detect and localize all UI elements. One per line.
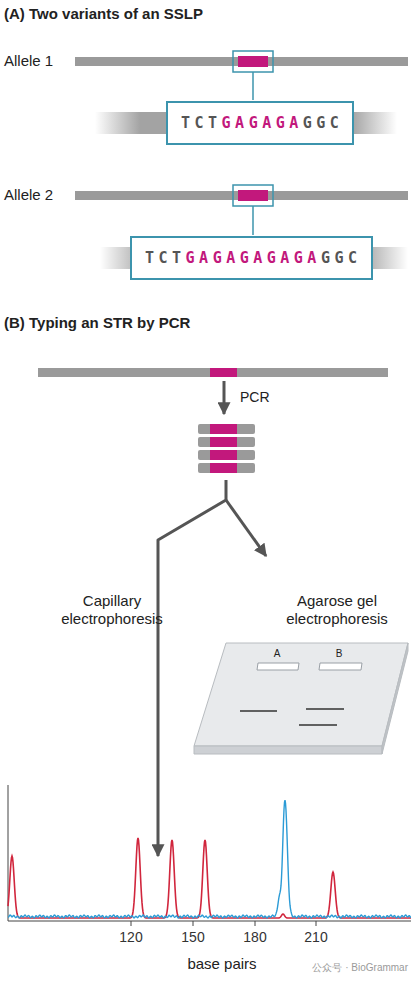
tick-label: 210	[291, 929, 341, 946]
repeat-sequence: GAGAGAGAGA	[186, 249, 321, 267]
sequence-text: TCTGAGAGAGGC	[181, 114, 343, 132]
gel-band	[240, 710, 277, 712]
axis-tick	[193, 921, 194, 926]
gel-side	[382, 643, 408, 754]
repeat-region	[210, 368, 237, 377]
tick-label: 120	[106, 929, 156, 946]
lane-label: B	[329, 648, 349, 660]
repeat-region	[238, 190, 268, 201]
flanking-sequence: TCT	[145, 249, 186, 267]
pcr-product	[198, 424, 255, 434]
process-arrow	[158, 480, 226, 856]
repeat-region	[210, 463, 237, 473]
pcr-product	[198, 437, 255, 447]
gel-top	[194, 643, 408, 746]
gel-well	[319, 663, 362, 670]
sequence-box: TCTGAGAGAGAGAGGC	[130, 236, 373, 280]
panel-heading: (A) Two variants of an SSLP	[4, 5, 203, 23]
sample-trace	[8, 800, 411, 918]
repeat-sequence: GAGAGA	[222, 114, 303, 132]
dna-strand	[75, 191, 408, 200]
dna-strand	[38, 368, 388, 377]
flanking-sequence: GGC	[303, 114, 344, 132]
repeat-region	[210, 437, 237, 447]
axis-tick	[131, 921, 132, 926]
axis-tick	[316, 921, 317, 926]
axis-title: base pairs	[167, 955, 277, 973]
gel-front	[194, 746, 382, 754]
process-arrow	[226, 500, 266, 556]
flanking-sequence: GGC	[321, 249, 362, 267]
pcr-product	[198, 463, 255, 473]
dna-strand	[75, 57, 408, 66]
zoom-frame	[233, 185, 273, 206]
gel-well	[257, 663, 299, 670]
tick-label: 150	[168, 929, 218, 946]
flanking-sequence: TCT	[181, 114, 222, 132]
electropherogram	[8, 785, 411, 926]
watermark: 公众号 · BioGrammar	[268, 962, 408, 974]
pcr-products	[198, 424, 255, 473]
step-label: PCR	[240, 389, 270, 406]
method-label: Capillary electrophoresis	[56, 592, 168, 628]
sequence-text: TCTGAGAGAGAGAGGC	[145, 249, 362, 267]
repeat-region	[210, 424, 237, 434]
zoom-line	[252, 206, 254, 235]
repeat-region	[238, 56, 268, 67]
panel-heading: (B) Typing an STR by PCR	[4, 314, 190, 332]
gel-band	[299, 724, 337, 726]
pcr-product	[198, 450, 255, 460]
repeat-region	[210, 450, 237, 460]
tick-label: 180	[230, 929, 280, 946]
zoom-line	[252, 72, 254, 100]
process-arrow	[223, 381, 226, 414]
method-label: Agarose gel electrophoresis	[276, 592, 398, 628]
zoom-frame	[233, 51, 273, 72]
sequence-box: TCTGAGAGAGGC	[166, 101, 354, 145]
size-standard-trace	[8, 838, 411, 918]
lane-label: A	[267, 648, 287, 660]
allele-label: Allele 2	[4, 186, 53, 204]
agarose-gel	[194, 643, 408, 754]
x-axis	[8, 921, 411, 922]
gel-band	[306, 708, 344, 710]
axis-tick	[255, 921, 256, 926]
allele-label: Allele 1	[4, 52, 53, 70]
